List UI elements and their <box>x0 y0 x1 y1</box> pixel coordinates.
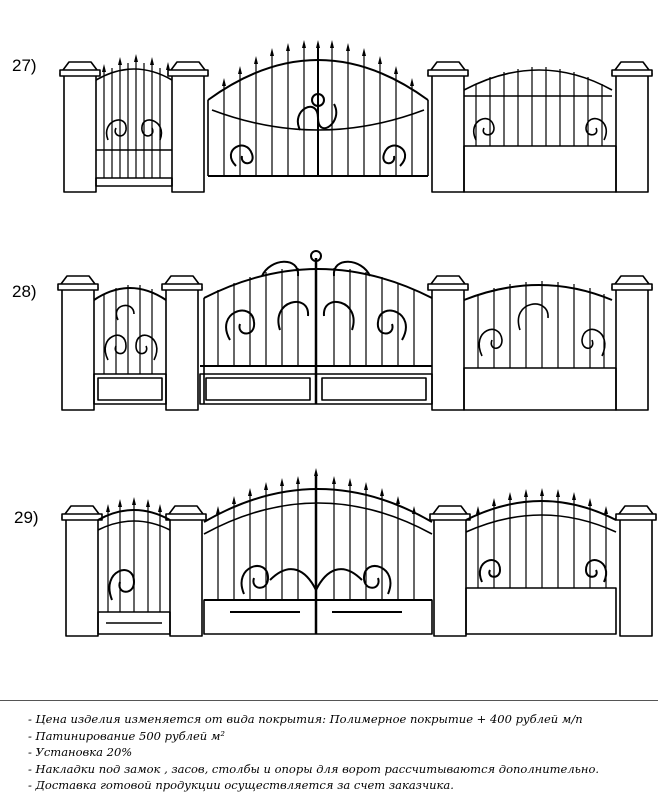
scroll-ornament <box>473 117 607 141</box>
pillar <box>611 61 653 193</box>
design-number-28: 28) <box>12 282 37 301</box>
notes-list: - Цена изделия изменяется от вида покрыт… <box>28 711 599 794</box>
scroll-ornament <box>478 303 606 357</box>
note-coating: - Цена изделия изменяется от вида покрыт… <box>28 712 583 726</box>
pillar <box>427 275 469 411</box>
scroll-ornament <box>108 569 135 601</box>
note-delivery: - Доставка готовой продукции осуществляе… <box>28 778 454 792</box>
pillar <box>427 61 469 193</box>
gate-bars <box>223 48 413 176</box>
pillar <box>611 275 653 411</box>
pillar <box>57 275 99 411</box>
price-notes: - Цена изделия изменяется от вида покрыт… <box>0 700 658 809</box>
pillar <box>429 505 471 637</box>
spear-tips <box>476 488 608 514</box>
note-patination: - Патинирование 500 рублей м² <box>28 728 225 743</box>
spear-tips <box>106 497 162 512</box>
scroll-ornament <box>104 304 158 361</box>
scroll-ornament <box>230 565 402 613</box>
design-number-29: 29) <box>14 508 39 527</box>
fence-design-27 <box>59 40 653 193</box>
pillar <box>615 505 657 637</box>
spear-tips <box>216 468 416 514</box>
fence-design-29 <box>61 468 657 637</box>
spear-tips <box>102 40 414 86</box>
scroll-ornament <box>225 250 407 341</box>
fence-design-28 <box>57 250 653 411</box>
pillar <box>61 505 103 637</box>
design-number-27: 27) <box>12 56 37 75</box>
pillar <box>59 61 101 193</box>
scroll-ornament <box>478 559 608 583</box>
section-bars <box>475 67 603 146</box>
pillar <box>167 61 209 193</box>
pillar <box>165 505 207 637</box>
scroll-ornament <box>105 119 163 141</box>
note-installation: - Установка 20% <box>28 745 133 759</box>
note-extras: - Накладки под замок , засов, столбы и о… <box>28 761 600 776</box>
pillar <box>161 275 203 411</box>
scroll-ornament <box>229 93 407 167</box>
